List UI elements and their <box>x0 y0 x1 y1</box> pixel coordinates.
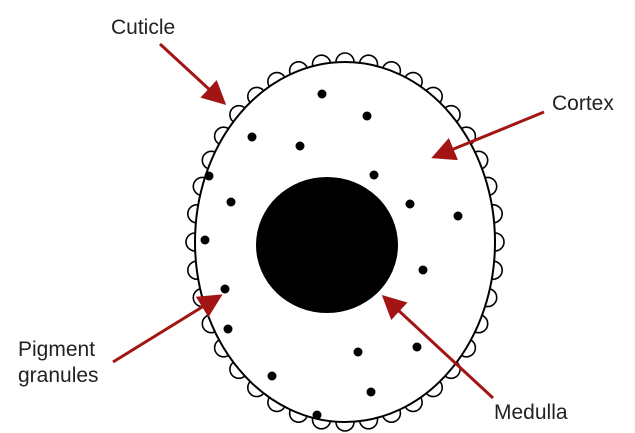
pigment-granule <box>248 133 257 142</box>
pigment-label-line2: granules <box>18 363 99 389</box>
pigment-granule <box>363 112 372 121</box>
cuticle-label: Cuticle <box>111 15 175 41</box>
medulla-label: Medulla <box>494 400 568 426</box>
pigment-granule <box>318 90 327 99</box>
pigment-granule <box>201 236 210 245</box>
pigment-granule <box>227 198 236 207</box>
pigment-granule <box>406 200 415 209</box>
pigment-granule <box>221 285 230 294</box>
pigment-granule <box>367 388 376 397</box>
pigment-granule <box>370 171 379 180</box>
pigment-granule <box>419 266 428 275</box>
pigment-granule <box>313 411 322 420</box>
pigment-granule <box>296 142 305 151</box>
pigment-granule <box>205 172 214 181</box>
pigment-granule <box>454 212 463 221</box>
pigment-granule <box>268 372 277 381</box>
pigment-granules-label: Pigment granules <box>18 337 99 389</box>
medulla-core <box>256 177 398 313</box>
pigment-label-line1: Pigment <box>18 337 99 363</box>
pigment-granule <box>413 343 422 352</box>
cortex-label: Cortex <box>552 91 614 117</box>
pigment-granule <box>354 348 363 357</box>
pigment-granule <box>224 325 233 334</box>
cuticle-arrow <box>160 44 224 103</box>
